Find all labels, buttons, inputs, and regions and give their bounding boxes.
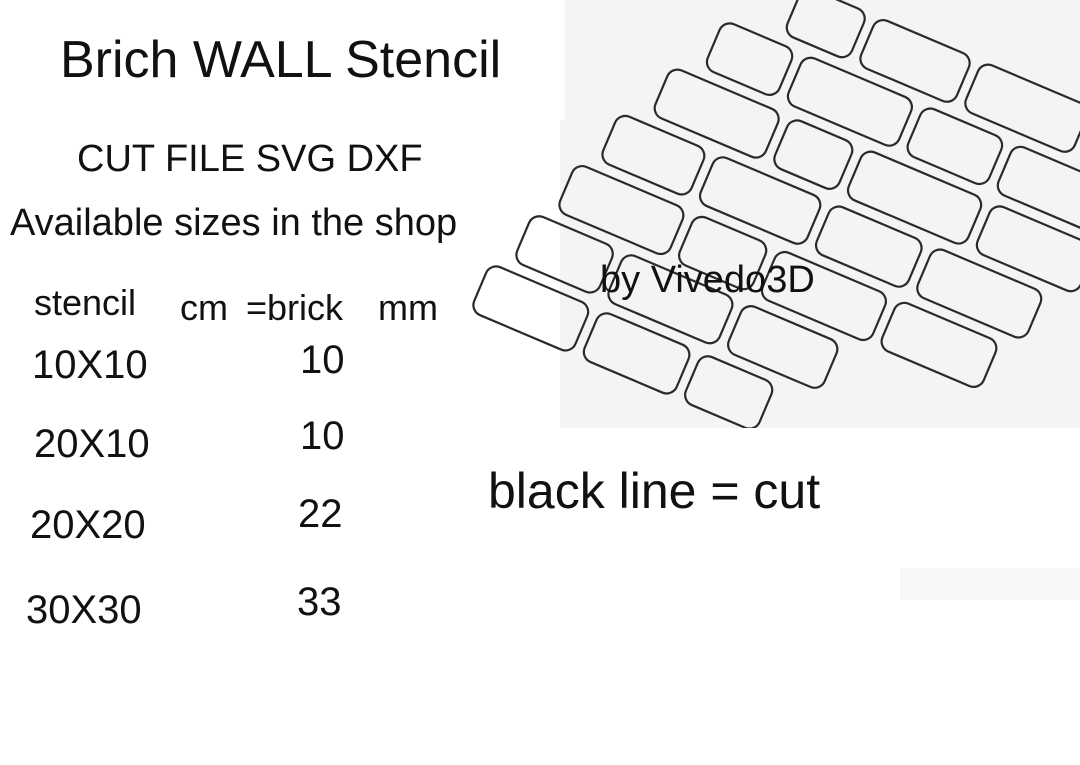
brick-outline: [601, 114, 706, 196]
row-size: 30X30: [26, 588, 142, 632]
row-brick-size: 10: [300, 338, 345, 382]
header-mm: mm: [378, 287, 438, 328]
row-size: 10X10: [32, 343, 148, 387]
brick-outline: [472, 265, 590, 352]
author-byline: by Vivedo3D: [600, 259, 815, 301]
brick-outline: [814, 205, 923, 288]
brick-outline: [859, 18, 971, 103]
brick-outline: [846, 150, 983, 245]
subtitle: CUT FILE SVG DXF: [77, 138, 423, 180]
availability-note: Available sizes in the shop: [10, 202, 458, 244]
brick-outline: [996, 145, 1080, 236]
brick-outline: [684, 355, 774, 430]
title-panel: [0, 0, 565, 120]
cut-line-legend: black line = cut: [488, 463, 821, 519]
brick-outline: [558, 164, 685, 256]
brick-outline: [727, 305, 839, 389]
brick-outline: [785, 0, 866, 59]
brick-outline: [916, 248, 1043, 339]
brick-outline: [678, 215, 768, 291]
brick-outline: [582, 312, 691, 395]
brick-outline: [515, 215, 614, 294]
brick-outline: [773, 119, 854, 190]
row-brick-size: 22: [298, 492, 343, 536]
page-title: Brich WALL Stencil: [60, 31, 502, 89]
header-stencil: stencil: [34, 282, 137, 323]
brick-outline: [760, 250, 887, 342]
brick-outline: [975, 205, 1080, 293]
background-patch: [560, 0, 1080, 440]
brick-outline: [880, 301, 998, 388]
brick-outline: [607, 254, 734, 345]
header-cm: cm: [180, 287, 228, 328]
brick-outline: [786, 56, 913, 147]
brick-outline: [653, 68, 780, 159]
legend-panel: [460, 428, 1080, 568]
row-size: 20X20: [30, 503, 146, 547]
brick-outline: [906, 107, 1004, 186]
brick-outline: [964, 63, 1080, 153]
header-brick: =brick: [246, 287, 344, 328]
row-brick-size: 33: [297, 580, 342, 624]
brick-outline: [705, 22, 794, 96]
brick-outline: [698, 156, 822, 245]
row-brick-size: 10: [300, 414, 345, 458]
row-size: 20X10: [34, 422, 150, 466]
